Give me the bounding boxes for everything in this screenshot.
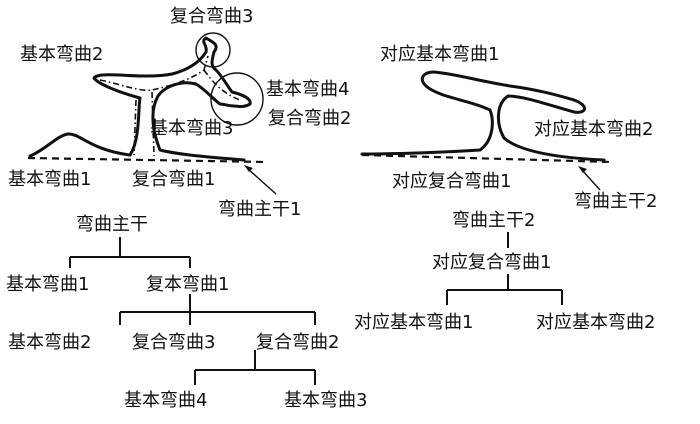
left-sketch: 复合弯曲3 基本弯曲2 基本弯曲4 复合弯曲2 基本弯曲3 基本弯曲1 复合弯曲… bbox=[8, 6, 351, 220]
right-tree: 弯曲主干2 对应复合弯曲1 对应基本弯曲1 对应基本弯曲2 bbox=[354, 210, 655, 333]
label-basic-bend-2: 基本弯曲2 bbox=[20, 44, 103, 65]
label-composite-bend-1: 复合弯曲1 bbox=[132, 169, 215, 190]
trunk-line-1 bbox=[27, 156, 269, 164]
trunk-2-leader bbox=[581, 169, 601, 191]
trunk-1-arrowhead bbox=[244, 165, 253, 172]
trunk-2-arrowhead bbox=[578, 166, 587, 173]
left-tree-root: 弯曲主干 bbox=[76, 214, 148, 235]
left-tree-node-basic-2: 基本弯曲2 bbox=[8, 332, 91, 353]
left-tree: 弯曲主干 基本弯曲1 复本弯曲1 基本弯曲2 复合弯曲3 复合弯曲2 基本弯曲4… bbox=[6, 214, 367, 411]
skeleton-line bbox=[99, 55, 209, 92]
left-tree-node-basic-1: 基本弯曲1 bbox=[6, 274, 89, 295]
left-tree-node-basic-3: 基本弯曲3 bbox=[284, 390, 367, 411]
corresponding-composite-bend-curve bbox=[360, 70, 606, 162]
basic-bend-1-curve bbox=[28, 132, 132, 158]
right-tree-edges bbox=[446, 232, 563, 305]
label-composite-bend-3: 复合弯曲3 bbox=[170, 6, 253, 27]
right-tree-node-basic-2: 对应基本弯曲2 bbox=[536, 312, 655, 333]
basic-bend-4-marker bbox=[210, 72, 264, 126]
label-basic-bend-3: 基本弯曲3 bbox=[150, 118, 233, 139]
right-tree-root: 弯曲主干2 bbox=[452, 210, 535, 231]
label-corresponding-basic-bend-1: 对应基本弯曲1 bbox=[380, 44, 499, 65]
skeleton-stem-1 bbox=[133, 99, 137, 156]
right-tree-node-composite-1: 对应复合弯曲1 bbox=[432, 252, 551, 273]
left-tree-edges bbox=[69, 237, 316, 385]
skeleton-stem-2 bbox=[151, 91, 155, 157]
label-basic-bend-4: 基本弯曲4 bbox=[266, 79, 349, 100]
right-sketch: 对应基本弯曲1 对应基本弯曲2 对应复合弯曲1 弯曲主干2 bbox=[360, 44, 657, 212]
label-basic-bend-1: 基本弯曲1 bbox=[8, 169, 91, 190]
left-tree-node-basic-4: 基本弯曲4 bbox=[124, 390, 207, 411]
composite-bend-1-curve bbox=[92, 36, 252, 162]
left-tree-node-composite-2: 复合弯曲2 bbox=[256, 332, 339, 353]
composite-bend-3-marker bbox=[195, 32, 231, 68]
trunk-1-leader bbox=[247, 168, 277, 195]
label-trunk-1: 弯曲主干1 bbox=[218, 199, 301, 220]
label-trunk-2: 弯曲主干2 bbox=[574, 191, 657, 212]
right-tree-node-basic-1: 对应基本弯曲1 bbox=[354, 312, 473, 333]
label-corresponding-composite-bend-1: 对应复合弯曲1 bbox=[392, 171, 511, 192]
trunk-line-2 bbox=[361, 153, 613, 164]
label-composite-bend-2: 复合弯曲2 bbox=[268, 108, 351, 129]
label-corresponding-basic-bend-2: 对应基本弯曲2 bbox=[534, 119, 653, 140]
left-tree-node-composite-3: 复合弯曲3 bbox=[132, 332, 215, 353]
skeleton-branch bbox=[203, 69, 241, 101]
left-tree-node-composite-1: 复本弯曲1 bbox=[146, 274, 229, 295]
